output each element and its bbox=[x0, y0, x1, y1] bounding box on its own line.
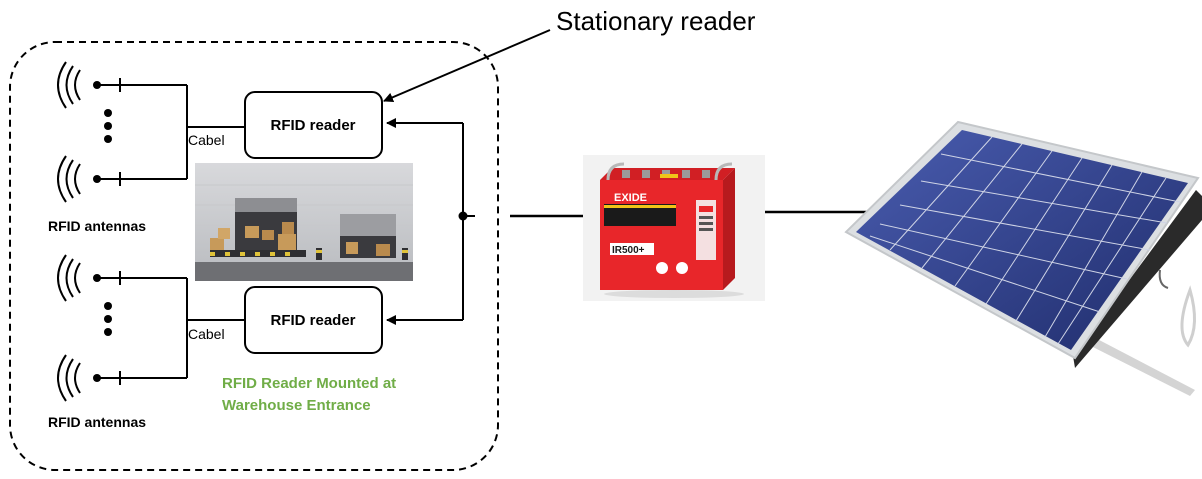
caption-line: Warehouse Entrance bbox=[222, 397, 371, 414]
callout-arrow bbox=[383, 29, 551, 103]
warehouse-image bbox=[195, 163, 413, 281]
battery-model: IR500+ bbox=[612, 245, 645, 256]
rfid-reader-box bbox=[244, 286, 383, 354]
antenna-icon bbox=[57, 254, 187, 302]
battery-brand: EXIDE bbox=[614, 192, 647, 204]
antenna-icon bbox=[57, 354, 187, 402]
battery-image: EXIDE IR500+ bbox=[583, 155, 765, 301]
rfid-antennas-label: RFID antennas bbox=[48, 414, 147, 430]
rfid-reader-label: RFID reader bbox=[270, 116, 356, 134]
ellipsis-dots bbox=[104, 302, 112, 336]
power-bus bbox=[386, 118, 583, 325]
cable-label: Cabel bbox=[188, 132, 225, 148]
stationary-reader-label: Stationary reader bbox=[556, 6, 756, 36]
enclosure-boundary bbox=[9, 41, 499, 471]
cable-label: Cabel bbox=[188, 326, 225, 342]
caption-line: RFID Reader Mounted at bbox=[222, 375, 397, 392]
rfid-reader-label: RFID reader bbox=[270, 311, 356, 329]
antenna-group-top bbox=[57, 61, 245, 203]
ellipsis-dots bbox=[104, 109, 112, 143]
antenna-icon bbox=[57, 61, 187, 109]
rfid-reader-box bbox=[244, 91, 383, 159]
warehouse-caption: RFID Reader Mounted at Warehouse Entranc… bbox=[222, 373, 396, 417]
antenna-icon bbox=[57, 155, 187, 203]
solar-panel-image bbox=[844, 120, 1202, 396]
antenna-group-bottom bbox=[57, 254, 245, 402]
rfid-antennas-label: RFID antennas bbox=[48, 218, 147, 234]
